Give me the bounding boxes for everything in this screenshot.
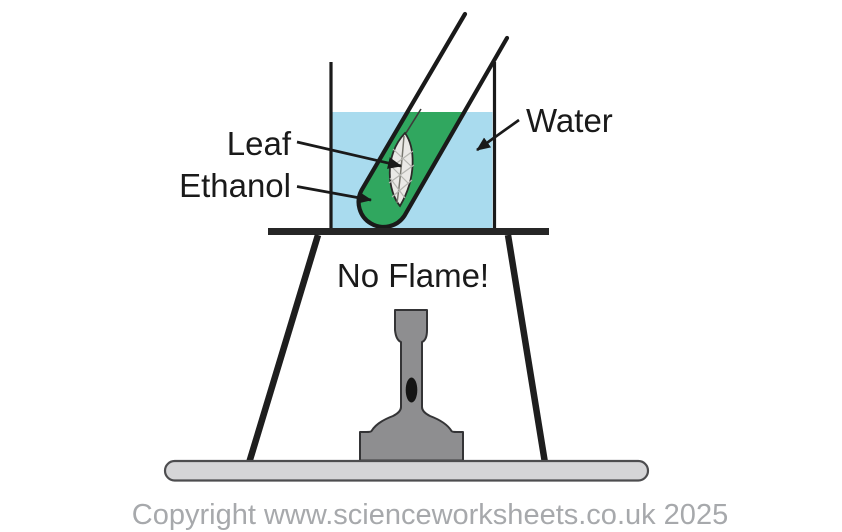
copyright-watermark: Copyright www.scienceworksheets.co.uk 20… [132,499,728,531]
beaker-walls [329,62,497,230]
leaf-arrow [296,140,402,169]
no-flame-label: No Flame! [337,257,489,294]
tripod-right-leg [504,234,549,464]
ethanol-label: Ethanol [179,167,291,204]
water-arrow [476,118,520,152]
ethanol-arrow [296,185,372,204]
leaf-label: Leaf [227,125,292,162]
bench-base [163,459,650,482]
burner-air-hole [405,377,418,403]
bunsen-burner [359,309,464,462]
leaf-midrib [396,135,405,204]
leaf-stalk [405,108,422,134]
water-label: Water [526,102,613,139]
tripod-left-leg [245,234,322,464]
tripod-stand [245,228,549,464]
leaf-specimen [387,108,422,208]
